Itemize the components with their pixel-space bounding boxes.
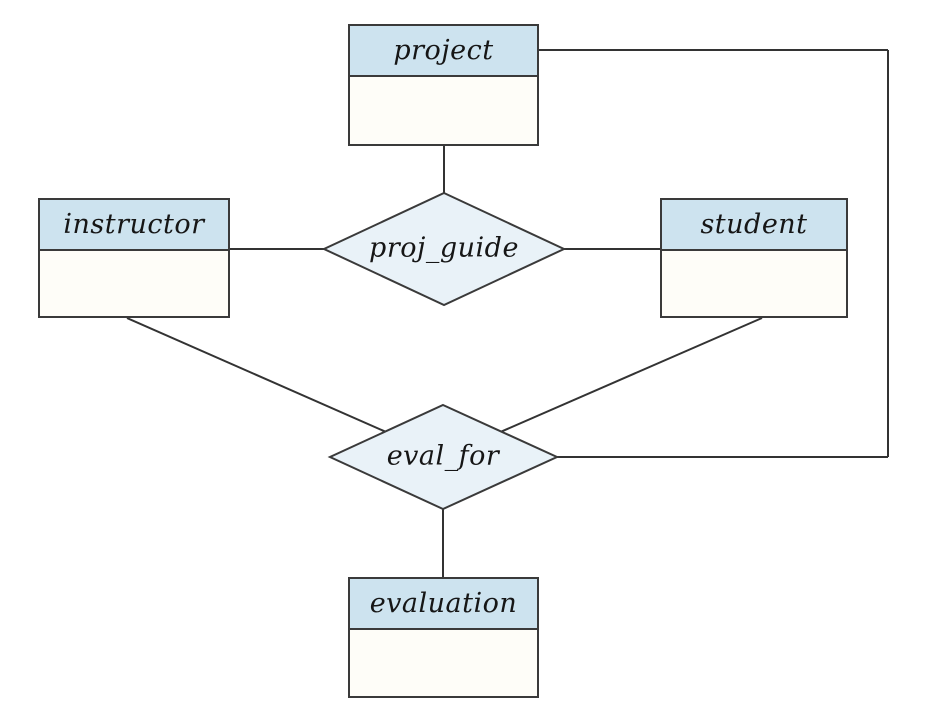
entity-instructor-attributes (40, 251, 228, 316)
entity-student: student (660, 198, 848, 318)
relationship-diamond-proj-guide (321, 191, 567, 307)
entity-student-label: student (700, 209, 808, 240)
relationship-eval-for-label: eval_for (386, 440, 500, 472)
entity-project-label: project (393, 35, 494, 66)
entity-evaluation-attributes (350, 630, 537, 696)
entity-project-header: project (350, 26, 537, 77)
relationship-proj-guide-label: proj_guide (369, 232, 519, 264)
entity-evaluation: evaluation (348, 577, 539, 698)
entity-evaluation-label: evaluation (369, 588, 518, 619)
entity-project-attributes (350, 77, 537, 144)
entity-instructor-label: instructor (63, 209, 205, 240)
entity-student-attributes (662, 251, 846, 316)
entity-instructor: instructor (38, 198, 230, 318)
entity-student-header: student (662, 200, 846, 251)
relationship-diamond-eval-for (327, 403, 560, 511)
entity-instructor-header: instructor (40, 200, 228, 251)
entity-evaluation-header: evaluation (350, 579, 537, 630)
entity-project: project (348, 24, 539, 146)
